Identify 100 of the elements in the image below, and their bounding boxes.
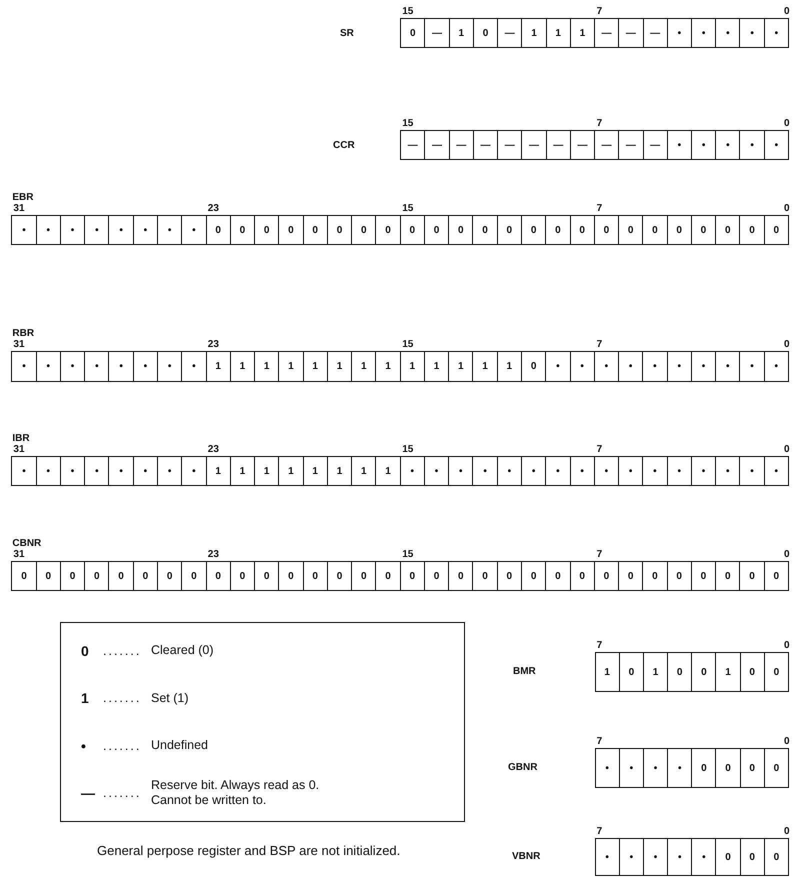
bit-value: •: [181, 216, 206, 244]
bit-value: •: [21, 224, 27, 238]
bit-value: 0: [375, 562, 400, 590]
leader-dots: .......: [103, 738, 142, 753]
bit-value: •: [545, 352, 570, 381]
bit-value: 0: [740, 839, 764, 875]
bit-value: 0: [472, 216, 497, 244]
legend-box: [60, 622, 465, 822]
bit-value: 0: [715, 562, 740, 590]
bit-value: •: [21, 464, 27, 478]
bit-value: 1: [278, 457, 303, 485]
bit-number: 23: [208, 203, 219, 214]
register-bar: [594, 652, 789, 692]
bit-value: 1: [230, 352, 254, 381]
bit-number: 15: [402, 444, 414, 455]
bit-value: 0: [764, 562, 788, 590]
bit-value: •: [642, 457, 667, 485]
bit-value: •: [642, 749, 668, 787]
bit-value: •: [739, 352, 764, 381]
bit-value: —: [472, 131, 498, 159]
register-bar: [11, 215, 789, 245]
key-description: Cleared (0): [151, 643, 215, 658]
bit-value: 1: [302, 457, 327, 485]
bit-value: 1: [375, 352, 400, 381]
bit-value: 1: [326, 457, 352, 485]
bit-value: —: [642, 131, 667, 159]
bit-value: —: [618, 19, 643, 47]
bit-value: 0: [666, 562, 691, 590]
bit-value: •: [739, 19, 764, 47]
bit-number: 7: [596, 444, 602, 455]
bit-value: •: [36, 216, 60, 244]
bit-value: 1: [400, 352, 424, 381]
bit-value: 0: [230, 216, 254, 244]
bit-value: 0: [618, 562, 642, 590]
bit-value: •: [764, 352, 788, 381]
bit-value: •: [618, 352, 642, 381]
bit-value: 0: [764, 749, 788, 787]
bit-value: 0: [326, 216, 352, 244]
bit-value: •: [520, 457, 546, 485]
bit-value: 1: [206, 352, 230, 381]
bit-value: •: [739, 131, 764, 159]
bit-number: 31: [13, 203, 25, 214]
bit-number: 31: [13, 444, 25, 455]
footnote: General perpose register and BSP are not initialized.: [97, 843, 400, 858]
bit-value: •: [60, 216, 84, 244]
bit-value: 0: [156, 562, 182, 590]
bit-value: —: [594, 19, 618, 47]
bit-value: •: [84, 352, 108, 381]
bit-value: •: [132, 216, 157, 244]
bit-value: •: [181, 352, 206, 381]
bit-value: 0: [424, 216, 448, 244]
bit-value: 1: [496, 352, 521, 381]
bit-value: 0: [594, 562, 618, 590]
bit-number: 7: [596, 339, 602, 350]
bit-number: 0: [784, 549, 790, 560]
bit-value: •: [132, 457, 157, 485]
bit-value: 0: [764, 653, 788, 691]
bit-value: 1: [570, 19, 594, 47]
bit-value: •: [666, 19, 691, 47]
key-description: Set (1): [151, 690, 190, 706]
bit-number: 7: [596, 640, 602, 651]
bit-value: 0: [351, 216, 376, 244]
bit-value: —: [406, 138, 419, 152]
bit-value: 0: [520, 216, 546, 244]
bit-value: 0: [206, 562, 230, 590]
bit-value: •: [667, 839, 692, 875]
register-name: RBR: [12, 328, 34, 339]
bit-value: —: [521, 131, 546, 159]
bit-value: 0: [448, 216, 472, 244]
register-bar: [11, 456, 789, 486]
bit-value: 0: [326, 562, 352, 590]
bit-value: 0: [618, 216, 642, 244]
bit-value: •: [84, 457, 108, 485]
bit-value: •: [84, 216, 108, 244]
bit-number: 15: [402, 6, 414, 17]
bit-value: •: [667, 749, 692, 787]
bit-number: 0: [784, 118, 790, 129]
bit-value: •: [545, 457, 570, 485]
bit-number: 7: [596, 826, 602, 837]
bit-value: 0: [409, 26, 417, 40]
bit-number: 0: [784, 203, 790, 214]
bit-value: 0: [520, 352, 546, 381]
bit-value: 0: [570, 216, 594, 244]
bit-value: 0: [642, 216, 667, 244]
bit-value: •: [691, 839, 716, 875]
bit-value: •: [764, 457, 788, 485]
bit-value: •: [108, 457, 133, 485]
leader-dots: .......: [103, 786, 142, 800]
bit-value: 0: [230, 562, 254, 590]
bit-value: 0: [691, 653, 716, 691]
bit-value: 0: [132, 562, 157, 590]
bit-value: 0: [108, 562, 133, 590]
bit-value: •: [60, 352, 84, 381]
bit-value: •: [570, 457, 594, 485]
bit-value: 0: [690, 216, 716, 244]
register-bar: [11, 561, 789, 591]
bit-number: 23: [208, 444, 219, 455]
register-name: GBNR: [508, 762, 538, 773]
bit-value: 0: [278, 216, 303, 244]
key-description: Undefined: [151, 738, 209, 754]
